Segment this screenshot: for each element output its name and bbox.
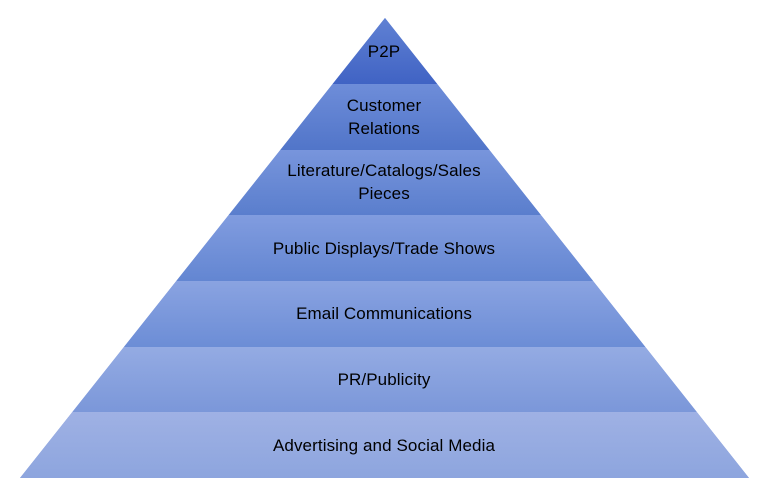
tier-shape-public-displays-trade-shows bbox=[176, 215, 594, 281]
tier-shape-pr-publicity bbox=[72, 347, 697, 412]
tier-shape-literature-catalogs-sales-pieces bbox=[228, 150, 541, 215]
tier-shape-p2p bbox=[332, 18, 438, 84]
tier-shape-customer-relations bbox=[280, 84, 490, 150]
tier-shape-advertising-social-media bbox=[20, 412, 749, 478]
tier-shape-email-communications bbox=[123, 281, 646, 347]
